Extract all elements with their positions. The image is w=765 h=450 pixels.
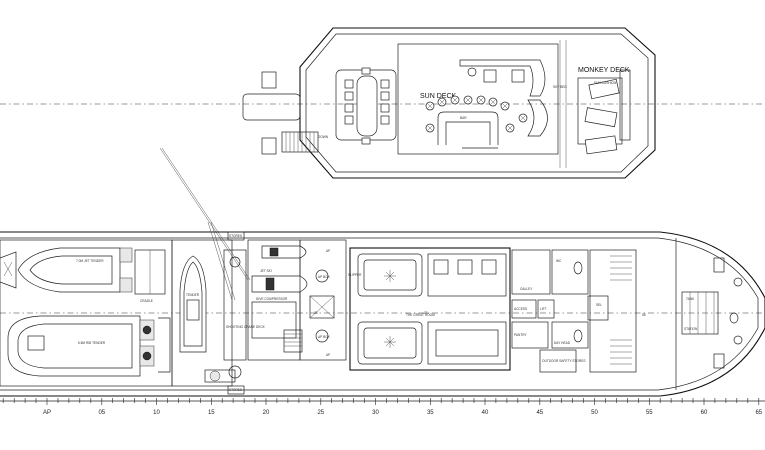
scale-label-20: 20 <box>263 410 270 416</box>
anchor-winch-port <box>713 257 725 273</box>
crane-label: SHOOTING CRANE DECK <box>226 325 266 329</box>
scale-label-15: 15 <box>208 410 215 416</box>
sun-deck-plan: DOWN SUN DECK <box>0 27 765 179</box>
stair-aft <box>283 329 303 353</box>
slipper-label: SLIPPER <box>348 273 362 277</box>
down-label: DOWN <box>318 135 329 139</box>
scale-label-45: 45 <box>536 410 543 416</box>
scale-label-55: 55 <box>646 410 653 416</box>
station-label: STATION <box>684 327 698 331</box>
sun-cushion-label: SUN CUSHION <box>594 81 617 85</box>
bar-counter <box>427 321 507 365</box>
main-deck-hull <box>0 231 765 397</box>
ap-door-a-label: AP <box>326 249 330 253</box>
lift <box>537 299 555 319</box>
monkey-deck-label: MONKEY DECK <box>578 67 630 74</box>
stores-top-label: STORES <box>229 234 242 238</box>
access <box>511 299 537 319</box>
ap-door-b-label: AP <box>326 353 330 357</box>
sun-deck-outline <box>299 27 656 179</box>
great-room-sofa-stbd <box>357 321 423 365</box>
anchor-winch-stbd <box>713 353 725 369</box>
scale-label-25: 25 <box>317 410 324 416</box>
sun-deck-area <box>397 43 559 155</box>
ap-box-top <box>315 269 329 283</box>
aft-platform <box>261 71 277 89</box>
wc-label: WC <box>556 259 562 263</box>
scale-label-65: 65 <box>755 410 762 416</box>
sky-bed-label: SKY BED <box>553 85 567 89</box>
pantry <box>511 321 549 349</box>
bollard <box>209 370 221 382</box>
great-room-label: THE GREAT ROOM <box>406 313 435 317</box>
scale-label-ap: AP <box>43 410 51 416</box>
access-label: ACCESS <box>514 307 527 311</box>
scale-label-10: 10 <box>153 410 160 416</box>
bow-equipment <box>681 291 719 335</box>
ap-box-bot-label: AP BOX <box>318 335 331 339</box>
ap-box-bot <box>315 329 329 343</box>
sun-deck-chair <box>483 69 497 83</box>
forward-stair <box>589 249 637 373</box>
scale-label-40: 40 <box>482 410 489 416</box>
fwd-lounge-seat <box>459 59 546 97</box>
lift-label: LIFT <box>540 307 547 311</box>
scale-label-50: 50 <box>591 410 598 416</box>
outdoor-stores <box>539 349 577 373</box>
great-room <box>349 247 511 371</box>
frame-mark-35: 35 <box>424 311 428 315</box>
day-head-label: DAY HEAD <box>554 341 571 345</box>
reference-line <box>159 147 249 281</box>
scale-label-35: 35 <box>427 410 434 416</box>
ap-box-top-label: AP BOX <box>318 275 331 279</box>
scale-labels: AP 05 10 15 20 25 30 35 40 45 50 55 60 65 <box>43 410 763 416</box>
sun-deck-bar <box>437 111 499 145</box>
scale-label-05: 05 <box>98 410 105 416</box>
scale-label-30: 30 <box>372 410 379 416</box>
jet-tender-label: 7.0M JET TENDER <box>76 259 104 263</box>
centre-tender <box>179 255 207 353</box>
day-head <box>551 321 589 349</box>
rib-tender-label: 6.5M RIB TENDER <box>78 341 106 345</box>
jet-ski-label: JET SKI <box>260 269 272 273</box>
jet-tender <box>17 247 121 293</box>
sel-label: SEL <box>596 303 602 307</box>
dining-table <box>356 75 378 137</box>
stair-down <box>281 131 319 153</box>
wc <box>551 249 589 295</box>
tender-bay <box>171 239 233 387</box>
tank-label: TANK <box>686 297 695 301</box>
jet-ski-upper <box>261 245 307 259</box>
sun-cushion <box>588 78 620 100</box>
galley <box>511 249 551 295</box>
cradle-label: CRADLE <box>140 299 153 303</box>
lift-trunk <box>309 295 335 319</box>
galley-label: GALLEY <box>520 287 533 291</box>
pantry-label: PANTRY <box>514 333 528 337</box>
frame-mark-55: 55 <box>642 313 646 317</box>
dive-compressor <box>251 301 297 339</box>
jet-ski-lower <box>251 275 308 293</box>
rib-tender <box>7 315 141 377</box>
stores-bot-label: STORES <box>229 388 242 392</box>
dive-label: DIVE COMPRESSOR <box>256 297 288 301</box>
sun-deck-label: SUN DECK <box>420 93 457 100</box>
scale-label-60: 60 <box>701 410 708 416</box>
crane-deck <box>223 249 247 361</box>
scale-ticks <box>2 398 760 405</box>
frame-mark-25: 25 <box>314 311 318 315</box>
bar-label: BAR <box>460 116 467 120</box>
frame-scale: AP 05 10 15 20 25 30 35 40 45 50 55 60 65 <box>0 398 765 416</box>
outdoor-label: OUTDOOR SAFETY STORES <box>542 359 585 363</box>
dining-area <box>427 253 507 297</box>
main-deck-plan: 7.0M JET TENDER 6.5M RIB TENDER TENDER S… <box>0 221 765 397</box>
great-room-sofa-port <box>357 253 423 297</box>
centre-tender-label: TENDER <box>186 293 200 297</box>
